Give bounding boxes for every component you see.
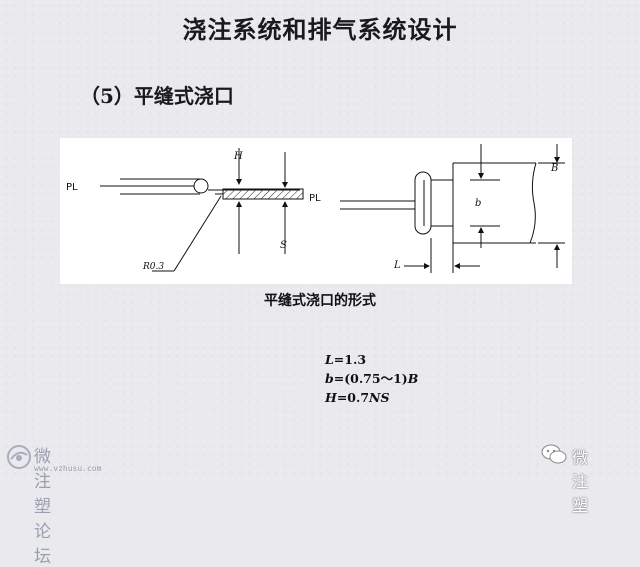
watermark-right-name: 微注塑 [572, 448, 589, 515]
gate-diagram: PL PL H S R0.3 [60, 138, 572, 284]
slide-title: 浇注系统和排气系统设计 [182, 15, 458, 44]
b-small-label: b [475, 198, 481, 209]
pl-label-left: PL [66, 182, 78, 193]
section-heading: （5）平缝式浇口 [80, 84, 234, 108]
formula-h-value: =0.7 [336, 390, 370, 405]
watermark-left-name: 微注塑论坛 [34, 447, 51, 567]
b-large-label: B [550, 163, 558, 174]
formula-l-value: =1.3 [333, 352, 367, 367]
formula-l-var: L [325, 352, 334, 367]
forum-logo-icon [7, 445, 31, 469]
watermark-left-url: www.vzhusu.com [34, 464, 102, 473]
formula-b-value: =(0.75～1) [333, 371, 408, 386]
s-dimension-label: S [280, 240, 287, 251]
h-dimension-label: H [233, 151, 243, 162]
pl-label-middle: PL [309, 193, 321, 204]
formula-l: L=1.3 [325, 350, 418, 369]
formula-block: L=1.3 b=(0.75～1)B H=0.7NS [325, 350, 418, 407]
left-section-view [100, 148, 304, 272]
formula-h-var: H [325, 390, 337, 405]
formula-h: H=0.7NS [325, 388, 418, 407]
formula-b-var: b [325, 371, 334, 386]
formula-b: b=(0.75～1)B [325, 369, 418, 388]
formula-b-end: B [407, 371, 419, 386]
radius-label: R0.3 [142, 262, 164, 272]
figure-caption: 平缝式浇口的形式 [264, 293, 376, 309]
right-plan-view [340, 144, 565, 273]
wechat-logo-icon [541, 444, 567, 464]
formula-h-end: NS [369, 390, 390, 405]
l-dimension-label: L [393, 260, 401, 271]
gate-diagram-drawing: PL PL H S R0.3 [66, 144, 565, 273]
